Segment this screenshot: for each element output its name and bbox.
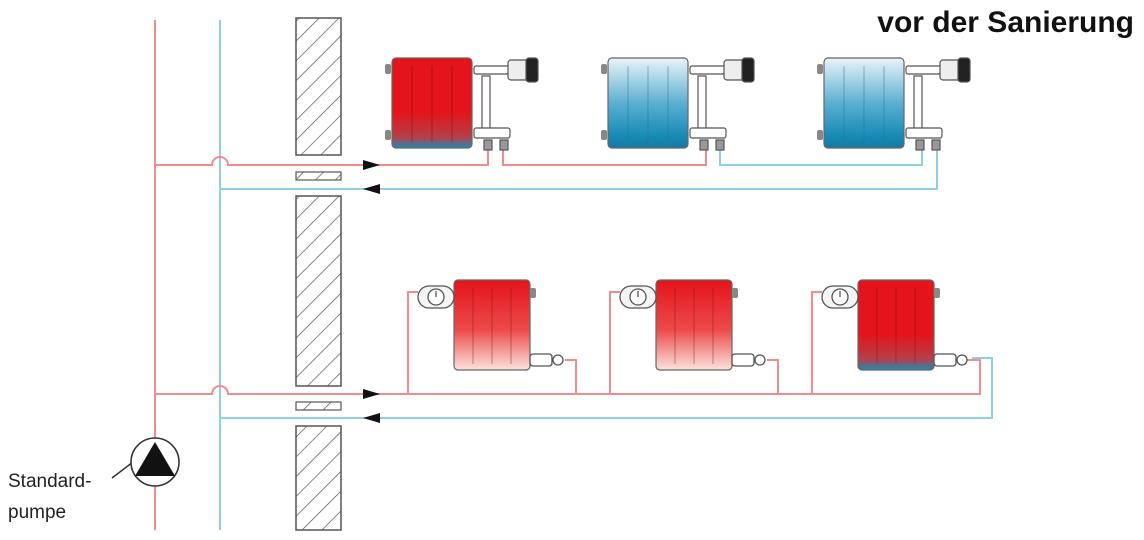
radiator-upper-2 bbox=[601, 57, 689, 149]
diagram-title: vor der Sanierung bbox=[877, 6, 1134, 39]
manual-valve-icon bbox=[619, 285, 766, 367]
radiator-lower-3 bbox=[857, 279, 940, 371]
return-arrow-upper bbox=[363, 184, 380, 194]
radiator-upper-1 bbox=[385, 57, 473, 149]
return-arrow-lower bbox=[363, 413, 380, 423]
wall-segment-middle bbox=[295, 195, 342, 387]
manual-valve-icon bbox=[821, 285, 968, 367]
upper-floor-piping bbox=[155, 148, 938, 194]
pump-icon bbox=[111, 437, 180, 487]
thermostatic-valve-icon bbox=[473, 57, 539, 151]
radiator-lower-1 bbox=[453, 279, 536, 371]
supply-arrow-lower bbox=[363, 389, 380, 399]
ceiling-slab-upper bbox=[295, 171, 342, 181]
radiator-upper-3 bbox=[817, 57, 905, 149]
lower-supply-line bbox=[155, 359, 981, 395]
ceiling-slab-lower bbox=[295, 401, 342, 411]
supply-arrow-upper bbox=[363, 160, 380, 170]
manual-valve-icon bbox=[417, 285, 564, 367]
lower-return-line bbox=[220, 357, 993, 419]
thermostatic-valve-icon bbox=[689, 57, 755, 151]
upper-return-line bbox=[220, 150, 938, 190]
radiator-lower-2 bbox=[655, 279, 738, 371]
pump-label-line-1: Standard- bbox=[8, 471, 92, 492]
pump-label: Standard- pumpe bbox=[8, 466, 91, 528]
wall bbox=[295, 17, 342, 531]
upper-supply-line bbox=[155, 156, 380, 166]
wall-segment-bottom bbox=[295, 425, 342, 531]
wall-segment-top bbox=[295, 17, 342, 156]
thermostatic-valve-icon bbox=[905, 57, 971, 151]
lower-floor-piping bbox=[155, 291, 993, 423]
pump-label-line-2: pumpe bbox=[8, 502, 67, 523]
